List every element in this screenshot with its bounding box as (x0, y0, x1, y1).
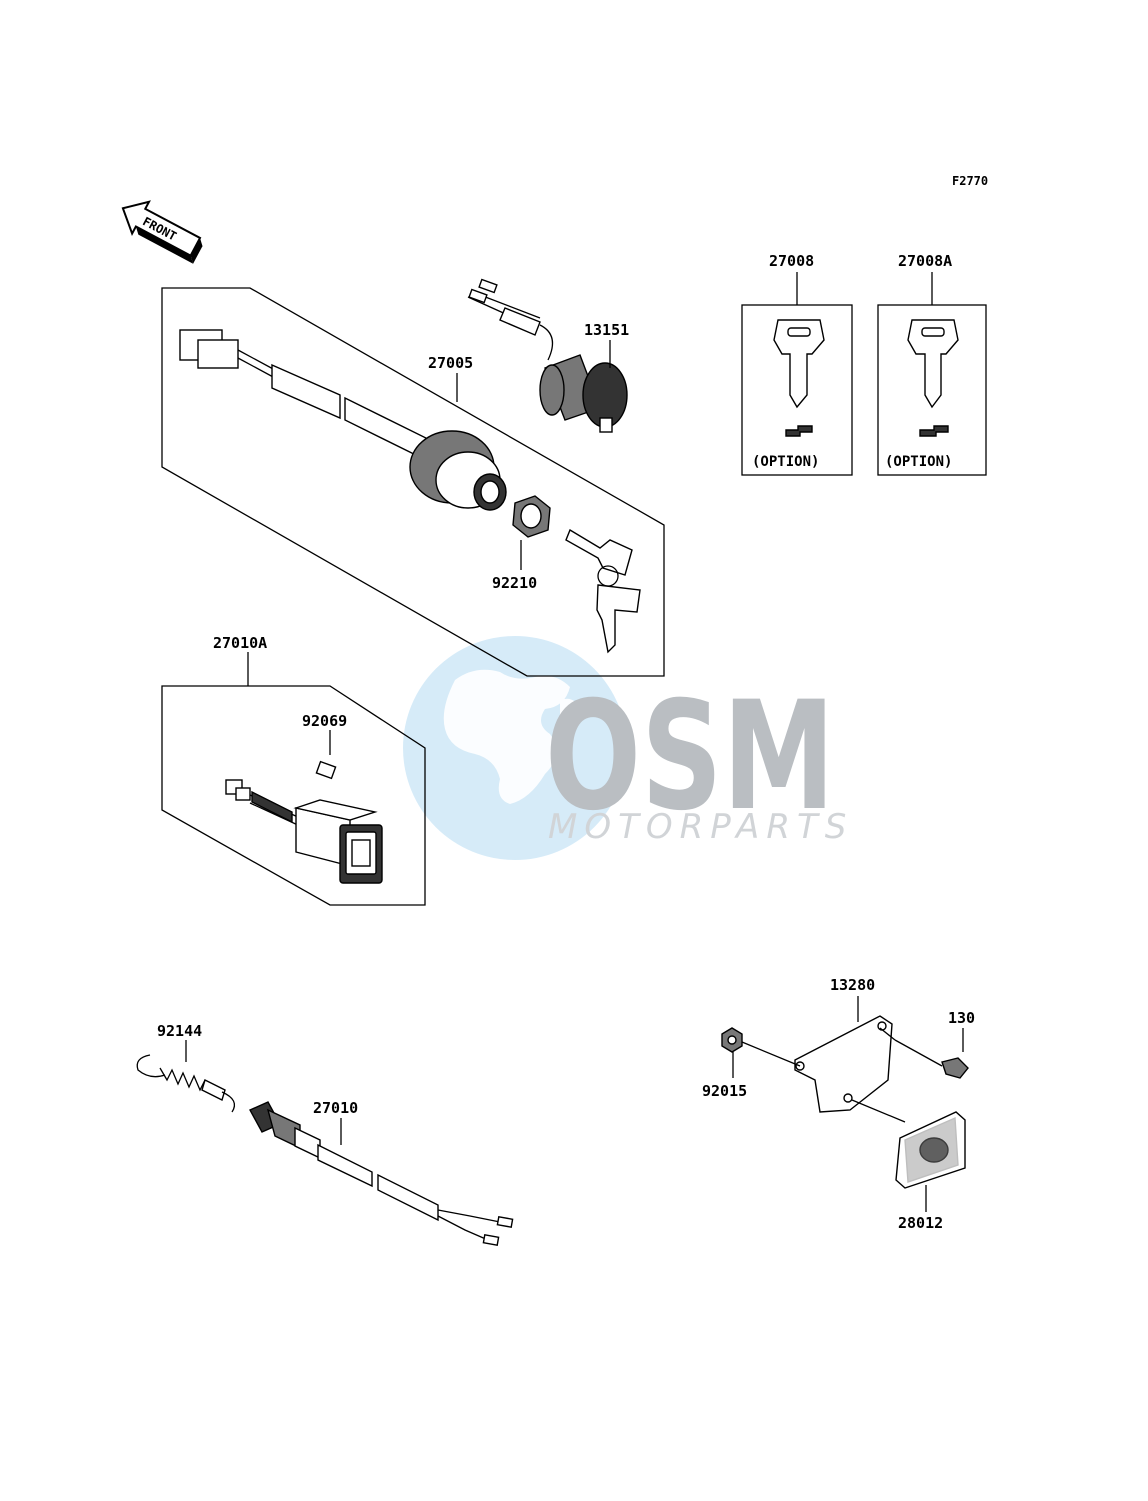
option-label-27008A: (OPTION) (885, 454, 952, 470)
part-label-92144: 92144 (157, 1022, 202, 1040)
part-label-92015: 92015 (702, 1082, 747, 1100)
switch-27010-group: 27010 (249, 1099, 514, 1246)
part-13151-group: 13151 (467, 278, 629, 433)
part-label-92210: 92210 (492, 574, 537, 592)
part-label-92069: 92069 (302, 712, 347, 730)
watermark-logo-text: OSM (545, 670, 835, 844)
connector-icon (179, 329, 276, 379)
option-key-27008A-group: 27008A (OPTION) (877, 252, 987, 476)
part-label-27010A: 27010A (213, 634, 267, 652)
option-key-27008-group: 27008 (OPTION) (741, 252, 853, 476)
socket-icon (539, 354, 628, 433)
spring-icon (159, 1067, 226, 1101)
front-arrow-icon: FRONT (121, 200, 203, 264)
bulb-icon (315, 760, 337, 780)
watermark-continents (443, 669, 580, 804)
label-plate-icon (895, 1111, 966, 1189)
bracket-13280-group: 13280 130 92015 28012 (702, 976, 975, 1232)
part-label-13280: 13280 (830, 976, 875, 994)
part-label-27008: 27008 (769, 252, 814, 270)
spring-92144-group: 92144 (136, 1022, 236, 1113)
key-icon (773, 319, 825, 409)
part-label-130: 130 (948, 1009, 975, 1027)
ignition-switch-assembly-group: 27005 92210 (161, 287, 665, 677)
brake-switch-icon (249, 1101, 321, 1160)
connector-icon (225, 779, 251, 801)
bolt-icon (894, 1039, 969, 1079)
switch-27010A-group: 27010A 92069 (161, 634, 426, 906)
part-label-28012: 28012 (898, 1214, 943, 1232)
figure-code: F2770 (952, 174, 988, 188)
ignition-switch-icon (409, 430, 507, 511)
part-label-13151: 13151 (584, 321, 629, 339)
part-label-27008A: 27008A (898, 252, 952, 270)
bracket-icon (794, 1015, 893, 1113)
part-label-27010: 27010 (313, 1099, 358, 1117)
nut-icon (721, 1027, 743, 1053)
part-label-27005: 27005 (428, 354, 473, 372)
watermark-subtitle: MOTORPARTS (548, 807, 853, 847)
key-icon (907, 319, 959, 409)
nut-icon (512, 495, 551, 538)
push-switch-icon (293, 799, 383, 884)
watermark: OSM MOTORPARTS (403, 636, 853, 860)
keys-icon (565, 528, 641, 654)
option-label-27008: (OPTION) (752, 454, 819, 470)
